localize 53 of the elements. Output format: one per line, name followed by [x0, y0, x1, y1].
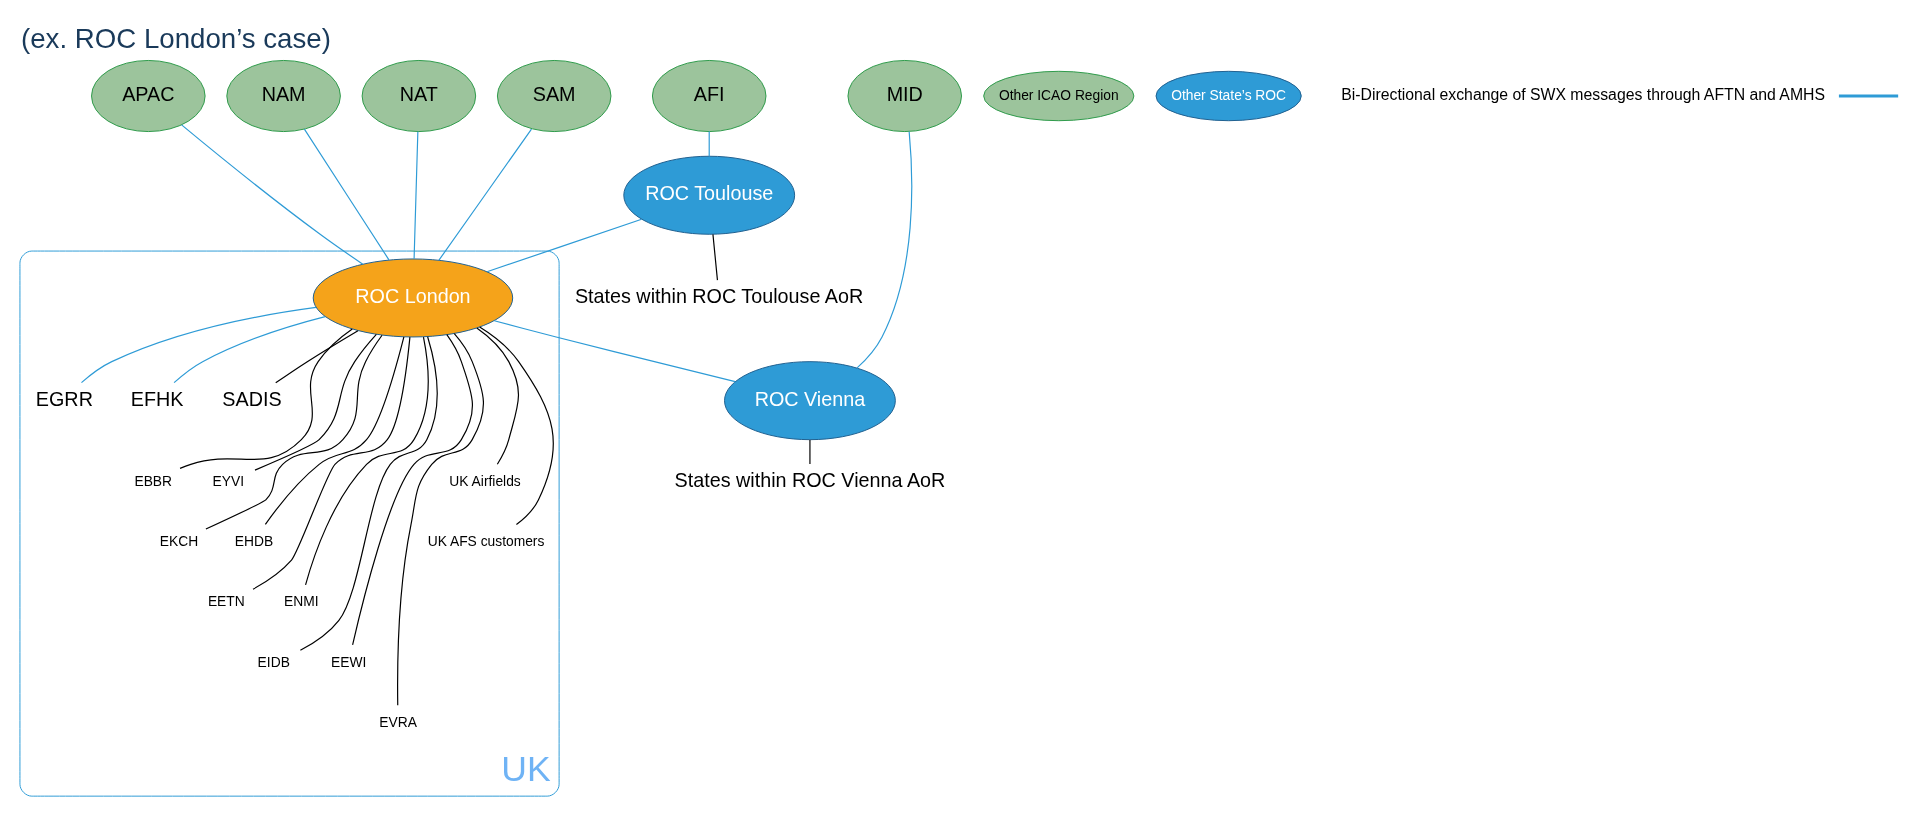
connector — [476, 326, 520, 465]
connector — [173, 315, 326, 383]
node-ellipse: ROC Vienna — [724, 360, 896, 440]
connector — [809, 438, 811, 465]
node-ellipse: AFI — [651, 59, 767, 132]
node-ellipse: SAM — [496, 59, 612, 132]
connector — [486, 218, 643, 272]
diagram-title: (ex. ROC London’s case) — [21, 22, 331, 54]
node-text: EIDB — [257, 652, 290, 669]
node-ellipse: ROC Toulouse — [623, 155, 796, 235]
node-ellipse: NAM — [226, 59, 341, 132]
connector — [181, 123, 364, 265]
connector — [397, 332, 484, 706]
connector — [80, 306, 317, 383]
node-text: EBBR — [134, 472, 173, 489]
connector — [438, 128, 533, 261]
connector — [299, 335, 438, 651]
node-text: States within ROC Vienna AoR — [674, 468, 946, 491]
node-text: EVRA — [379, 713, 417, 730]
connector — [252, 336, 411, 590]
connector — [856, 130, 913, 368]
connector — [712, 233, 719, 281]
node-text: ENMI — [284, 592, 319, 609]
node-text: States within ROC Toulouse AoR — [574, 284, 864, 307]
node-text: EFHK — [130, 387, 184, 410]
node-text: EGRR — [35, 387, 93, 410]
node-ellipse: NAT — [361, 59, 477, 132]
connector — [179, 327, 353, 469]
node-text: EKCH — [159, 532, 199, 549]
connector — [493, 319, 736, 382]
node-ellipse: Other State’s ROC — [1155, 70, 1302, 121]
node-text: EETN — [207, 592, 245, 609]
connector — [479, 325, 554, 525]
connector — [352, 333, 473, 645]
connector — [303, 128, 390, 260]
connector — [413, 130, 419, 259]
connector — [264, 335, 405, 525]
legend-label: Bi-Directional exchange of SWX messages through AFTN and AMHS — [1341, 85, 1825, 103]
node-text: SADIS — [222, 387, 282, 410]
connector — [205, 334, 383, 530]
connector — [708, 130, 710, 157]
node-ellipse: APAC — [91, 59, 206, 132]
connector — [254, 333, 377, 471]
node-ellipse: Other ICAO Region — [983, 70, 1135, 121]
node-ellipse: MID — [847, 59, 962, 132]
connector — [304, 335, 429, 585]
connector — [275, 329, 359, 383]
node-text: UK Airfields — [449, 472, 521, 489]
node-text: EEWI — [331, 652, 367, 669]
node-text: UK AFS customers — [427, 532, 545, 549]
node-text: EHDB — [234, 532, 274, 549]
node-ellipse: ROC London — [312, 257, 514, 337]
node-text: EYVI — [212, 472, 245, 489]
